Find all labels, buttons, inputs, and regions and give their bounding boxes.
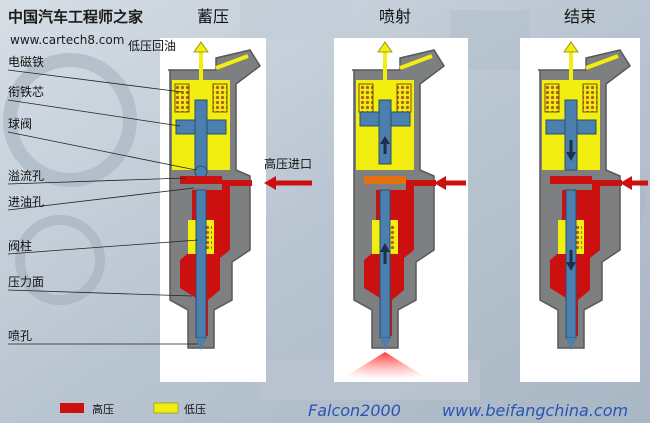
label-overflow-hole: 溢流孔 [8,169,44,183]
stage-title-end: 结束 [564,7,596,26]
label-armature: 衔铁芯 [8,85,44,99]
legend-high-swatch [60,403,84,413]
part-labels: 电磁铁 衔铁芯 球阀 溢流孔 进油孔 阀柱 压力面 喷孔 [7,54,199,345]
injector-end [538,41,632,350]
label-solenoid: 电磁铁 [8,54,44,69]
label-low-pressure-return: 低压回油 [128,39,176,53]
stage-title-accumulate: 蓄压 [197,7,229,26]
label-ball-valve: 球阀 [8,117,32,131]
label-high-pressure-inlet: 高压进口 [264,156,312,171]
high-pressure-inlet-arrows [264,176,648,190]
stage-title-inject: 喷射 [379,7,411,26]
legend: 高压 低压 [60,402,206,416]
legend-low-label: 低压 [184,403,206,416]
injector-inject [340,41,446,380]
label-inlet-hole: 进油孔 [8,195,44,209]
label-pressure-face: 压力面 [8,275,44,289]
site-title: 中国汽车工程师之家 [8,8,143,26]
injector-accumulate [168,41,262,350]
footer-author: Falcon2000 [308,401,401,420]
label-valve-plunger: 阀柱 [8,238,32,253]
legend-high-label: 高压 [92,402,114,416]
fuel-spray [340,352,430,380]
label-nozzle-hole: 喷孔 [8,329,32,343]
legend-low-swatch [153,402,179,414]
footer-url: www.beifangchina.com [442,401,628,420]
site-url: www.cartech8.com [10,33,124,47]
